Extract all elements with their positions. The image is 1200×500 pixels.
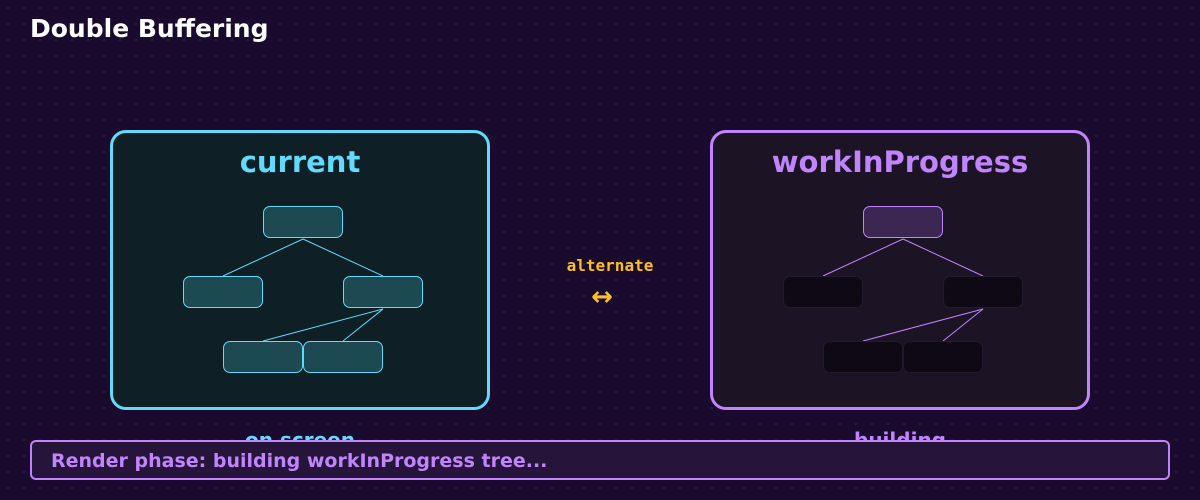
tree-node-left <box>783 276 863 308</box>
edge-root-left <box>222 238 304 277</box>
work-in-progress-tree-edges <box>822 238 984 342</box>
status-bar: Render phase: building workInProgress tr… <box>30 440 1170 480</box>
alternate-label: alternate <box>566 256 654 275</box>
current-tree-title: current <box>239 145 361 179</box>
edge-right-child2 <box>342 308 384 342</box>
tree-node-root <box>863 206 943 238</box>
current-tree-panel: current <box>110 130 490 410</box>
work-in-progress-tree-title: workInProgress <box>771 145 1029 179</box>
tree-node-grandchild-2 <box>303 341 383 373</box>
diagram-title: Double Buffering <box>30 14 269 43</box>
tree-node-grandchild-2 <box>903 341 983 373</box>
tree-node-grandchild-1 <box>823 341 903 373</box>
tree-node-left <box>183 276 263 308</box>
edge-root-right <box>902 238 984 277</box>
tree-node-right <box>343 276 423 308</box>
bidirectional-arrow-icon: ↔ <box>591 282 613 312</box>
work-in-progress-tree-panel: workInProgress <box>710 130 1090 410</box>
edge-right-child1 <box>262 308 384 342</box>
edge-root-right <box>302 238 384 277</box>
tree-node-right <box>943 276 1023 308</box>
edge-root-left <box>822 238 904 277</box>
current-tree-edges <box>222 238 384 342</box>
edge-right-child1 <box>862 308 984 342</box>
tree-node-grandchild-1 <box>223 341 303 373</box>
tree-node-root <box>263 206 343 238</box>
status-text: Render phase: building workInProgress tr… <box>51 450 548 472</box>
edge-right-child2 <box>942 308 984 342</box>
